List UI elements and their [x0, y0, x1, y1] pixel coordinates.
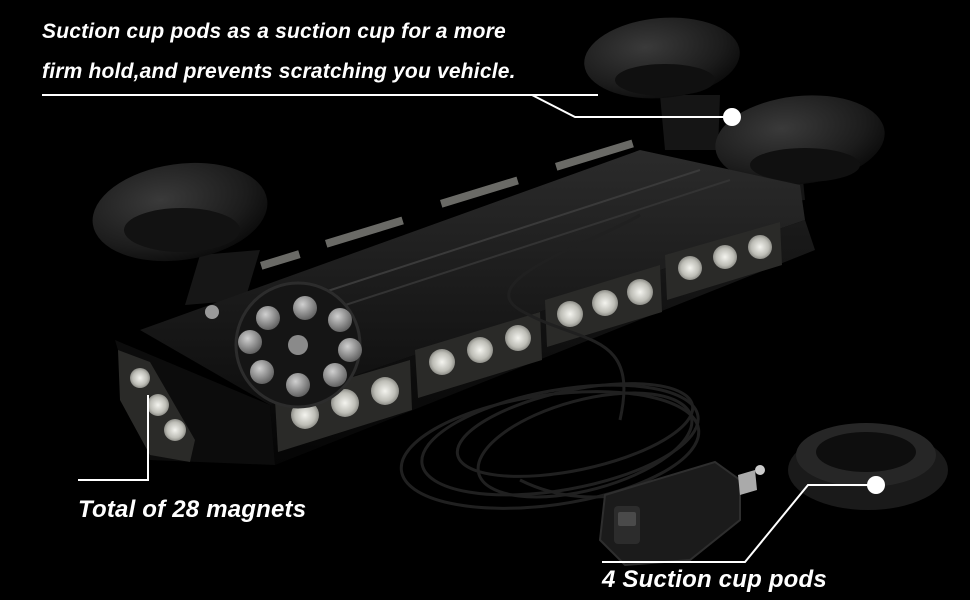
led-module-3	[545, 265, 662, 347]
led-module-2	[415, 312, 542, 398]
suction-cup-rear-left	[92, 162, 268, 305]
caption-pods: 4 Suction cup pods	[602, 566, 827, 593]
leader-line-top	[42, 94, 732, 118]
led-module-1	[275, 360, 412, 452]
led-module-end	[118, 350, 195, 462]
suction-cup-top-rear	[584, 17, 740, 150]
callout-dot-pods	[867, 476, 885, 494]
caption-suction-description: Suction cup pods as a suction cup for a …	[42, 12, 516, 92]
leader-lines	[42, 94, 876, 563]
leader-line-pods	[602, 484, 876, 563]
caption-suction-line-2: firm hold,and prevents scratching you ve…	[42, 60, 516, 83]
leader-line-magnets	[78, 395, 149, 481]
magnet-plate	[205, 281, 362, 409]
caption-suction-line-1: Suction cup pods as a suction cup for a …	[42, 20, 506, 43]
cigarette-plug	[598, 460, 765, 567]
suction-cup-pod-loose	[788, 423, 948, 510]
caption-magnets: Total of 28 magnets	[78, 496, 307, 523]
callout-dot-top	[723, 108, 741, 126]
led-module-4	[665, 222, 782, 300]
